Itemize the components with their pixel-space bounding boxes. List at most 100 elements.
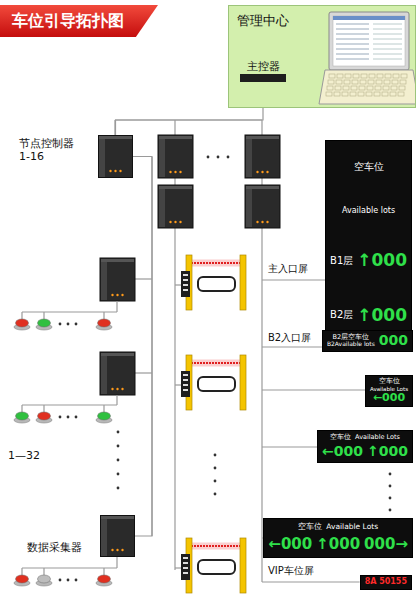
detector-mark xyxy=(183,384,188,386)
ellipsis-dot xyxy=(227,156,230,159)
ellipsis-dot xyxy=(389,473,392,476)
infrared-beam xyxy=(191,262,241,264)
ellipsis-dot xyxy=(389,485,392,488)
infrared-beam-glow xyxy=(191,543,241,550)
laptop-key xyxy=(359,86,365,90)
cabinet-top xyxy=(246,136,279,139)
management-center-box: 主控器管理中心 xyxy=(228,5,416,108)
screen-text: 空车位 xyxy=(379,378,400,386)
sensor-dome xyxy=(38,319,51,327)
cabinet-body xyxy=(158,185,193,228)
cabinet-led xyxy=(169,221,171,223)
cabinet-led xyxy=(119,170,121,172)
detector-unit xyxy=(181,554,190,580)
app-row xyxy=(336,29,369,30)
laptop-key xyxy=(353,74,359,78)
node-label: 数据采集器 xyxy=(27,542,82,555)
cabinet-side xyxy=(99,136,105,177)
screen-text: 000 xyxy=(379,333,408,348)
laptop-key xyxy=(375,86,381,90)
cabinet-top xyxy=(101,516,134,519)
range-label: 1—32 xyxy=(8,450,40,463)
screen-text: ←000 xyxy=(373,392,405,404)
ellipsis-dot xyxy=(59,323,62,326)
cabinet-led xyxy=(179,171,181,173)
cabinet-led xyxy=(169,171,171,173)
ground-loop xyxy=(198,560,235,574)
laptop-key xyxy=(351,86,357,90)
laptop-key xyxy=(368,80,374,84)
detector-mark xyxy=(183,379,188,381)
screen-text: ←000 xyxy=(322,444,363,459)
ellipsis-dot xyxy=(67,323,70,326)
screen-text: B2Available lots xyxy=(327,341,375,348)
guidance-screen: 空车位Available Lots←000 xyxy=(365,375,413,407)
laptop-lid xyxy=(329,12,409,70)
cabinet-led xyxy=(266,221,268,223)
app-row xyxy=(336,59,369,60)
infrared-beam-glow xyxy=(191,360,241,367)
app-row xyxy=(336,49,369,50)
cabinet-side xyxy=(159,136,165,177)
laptop-key xyxy=(360,80,366,84)
detector-mark xyxy=(183,284,188,286)
detector-post xyxy=(240,538,246,593)
screen-text: 000→ xyxy=(364,536,408,553)
infrared-beam xyxy=(191,362,241,364)
wire xyxy=(262,446,317,447)
ellipsis-dot xyxy=(207,156,210,159)
cabinet-led xyxy=(116,549,118,551)
cabinet-body xyxy=(100,352,135,395)
laptop-key xyxy=(352,80,358,84)
wire xyxy=(43,312,44,319)
ellipsis-dot xyxy=(389,497,392,500)
cabinet-top xyxy=(159,136,192,139)
screen-label: B2入口屏 xyxy=(268,332,311,344)
cabinet-led xyxy=(174,171,176,173)
cabinet-top xyxy=(101,259,134,262)
cabinet-led xyxy=(174,221,176,223)
laptop-key xyxy=(391,86,397,90)
detector-mark xyxy=(183,567,188,569)
laptop-key xyxy=(336,80,342,84)
data-collector-cabinet: 数据采集器 xyxy=(100,515,135,557)
wire xyxy=(262,581,360,582)
laptop-key xyxy=(367,86,373,90)
ellipsis-dot xyxy=(75,416,78,419)
detector-mark xyxy=(183,289,188,291)
cabinet-top xyxy=(99,136,132,139)
wire xyxy=(21,568,22,575)
ellipsis-dot xyxy=(67,579,70,582)
laptop-key xyxy=(390,92,396,96)
wire xyxy=(21,405,22,412)
cabinet-led xyxy=(266,171,268,173)
detector-mark xyxy=(183,572,188,574)
ellipsis-dot xyxy=(214,493,217,496)
app-row xyxy=(336,54,369,55)
ellipsis-dot xyxy=(67,416,70,419)
guidance-screen: 空车位Available Lots←000↑000000→ xyxy=(263,518,413,558)
screen-text: 8A 50155 xyxy=(365,578,407,587)
ellipsis-dot xyxy=(214,467,217,470)
ellipsis-dot xyxy=(117,459,120,462)
app-row xyxy=(373,39,402,40)
detector-unit xyxy=(181,371,190,397)
ellipsis-dot xyxy=(117,473,120,476)
app-row xyxy=(336,34,369,35)
wire xyxy=(22,311,117,312)
wire xyxy=(43,568,44,575)
app-row xyxy=(373,54,402,55)
screen-text: Available lots xyxy=(342,207,395,216)
cabinet-illustration xyxy=(99,136,132,177)
cabinet-body xyxy=(100,258,135,301)
laptop-key xyxy=(376,80,382,84)
node-controller-cabinet: 节点控制器 1-16 xyxy=(98,135,133,178)
screen-text: 空车位 xyxy=(298,523,322,532)
detector-mark xyxy=(183,274,188,276)
vip-display: 8A 50155 xyxy=(360,575,412,590)
cabinet-body xyxy=(245,135,280,178)
wire xyxy=(262,346,322,347)
cabinet-led xyxy=(179,221,181,223)
screen-text: 空车位 xyxy=(330,434,351,442)
